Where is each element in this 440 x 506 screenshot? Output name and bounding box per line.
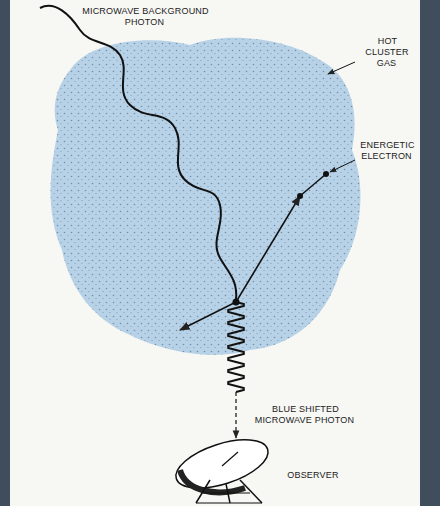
leader-line xyxy=(328,62,355,74)
photon-path xyxy=(235,392,236,438)
electron-dot xyxy=(323,171,329,177)
label-text: HOT CLUSTER GAS xyxy=(365,36,408,68)
label-text: ENERGETIC ELECTRON xyxy=(359,140,414,161)
blue-shifted-photon xyxy=(228,302,244,392)
cluster-gas xyxy=(51,38,361,355)
label-text: BLUE SHIFTED MICROWAVE PHOTON xyxy=(255,404,356,425)
label-text: OBSERVER xyxy=(286,470,339,480)
gas-stipple xyxy=(51,38,361,355)
photon-label: BLUE SHIFTED MICROWAVE PHOTON xyxy=(250,404,360,426)
observer-label: OBSERVER xyxy=(278,470,348,481)
gas-label: HOT CLUSTER GAS xyxy=(358,36,416,69)
photon-label: MICROWAVE BACKGROUND PHOTON xyxy=(80,6,210,28)
leader-line xyxy=(330,160,355,172)
electron-dot xyxy=(297,193,303,199)
electron-track xyxy=(300,174,326,196)
electron-label: ENERGETIC ELECTRON xyxy=(356,140,418,162)
recoil-arrow xyxy=(180,302,236,330)
electron-track xyxy=(236,196,300,302)
label-text: MICROWAVE BACKGROUND PHOTON xyxy=(81,6,209,27)
incoming-photon xyxy=(40,6,236,300)
radio-telescope xyxy=(170,430,274,503)
